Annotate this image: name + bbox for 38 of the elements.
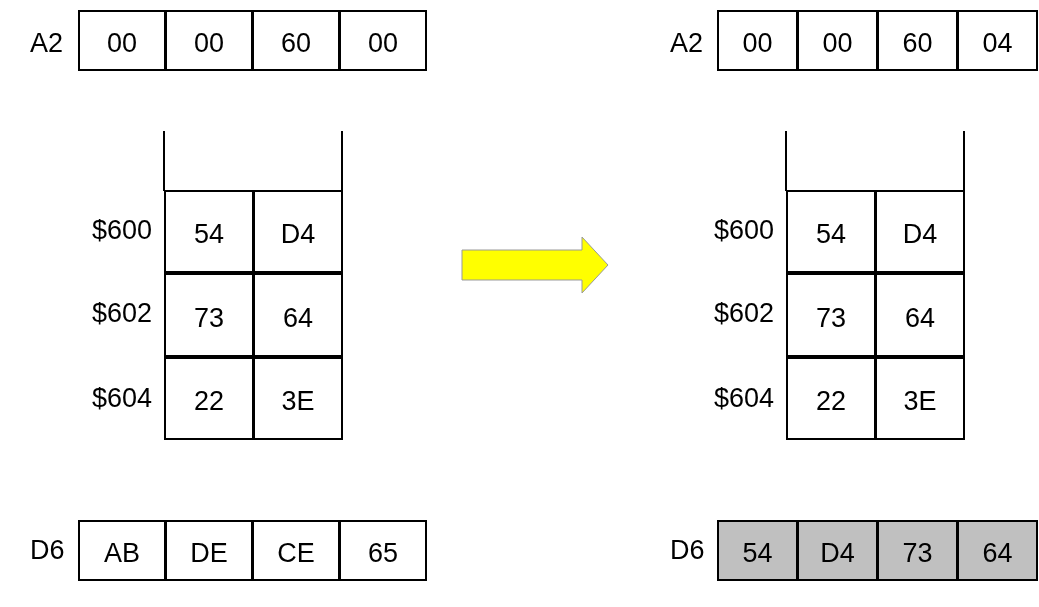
memory-cell: CE xyxy=(252,520,340,581)
memory-cell: AB xyxy=(78,520,166,581)
memory-cell: 73 xyxy=(877,520,958,581)
memory-cell: 73 xyxy=(786,273,876,357)
memory-address: $600 xyxy=(91,215,152,246)
memory-cell: 00 xyxy=(717,10,798,71)
memory-cell: 22 xyxy=(786,357,876,440)
memory-cell: 54 xyxy=(164,190,254,273)
memory-cell: 64 xyxy=(875,273,965,357)
memory-cell: 00 xyxy=(78,10,166,71)
register-name: D6 xyxy=(670,535,705,566)
memory-cell: 60 xyxy=(252,10,340,71)
register-name: D6 xyxy=(30,535,65,566)
memory-cell: 00 xyxy=(339,10,427,71)
memory-cell: 00 xyxy=(165,10,253,71)
memory-cell: D4 xyxy=(253,190,343,273)
memory-address: $602 xyxy=(91,298,152,329)
memory-cell: 64 xyxy=(957,520,1038,581)
memory-address: $604 xyxy=(91,383,152,414)
memory-cell: 04 xyxy=(957,10,1038,71)
memory-cell: DE xyxy=(165,520,253,581)
memory-address: $600 xyxy=(713,215,774,246)
memory-cell: 00 xyxy=(797,10,878,71)
memory-cell: 3E xyxy=(253,357,343,440)
memory-cell: 65 xyxy=(339,520,427,581)
memory-cell: 54 xyxy=(786,190,876,273)
memory-address: $604 xyxy=(713,383,774,414)
memory-cell: 3E xyxy=(875,357,965,440)
memory-cell: D4 xyxy=(875,190,965,273)
register-name: A2 xyxy=(670,28,704,59)
memory-cell: 60 xyxy=(877,10,958,71)
memory-cell: 64 xyxy=(253,273,343,357)
register-name: A2 xyxy=(30,28,64,59)
memory-cell: 73 xyxy=(164,273,254,357)
memory-cell: 54 xyxy=(717,520,798,581)
memory-cell: 22 xyxy=(164,357,254,440)
memory-address: $602 xyxy=(713,298,774,329)
memory-cell: D4 xyxy=(797,520,878,581)
